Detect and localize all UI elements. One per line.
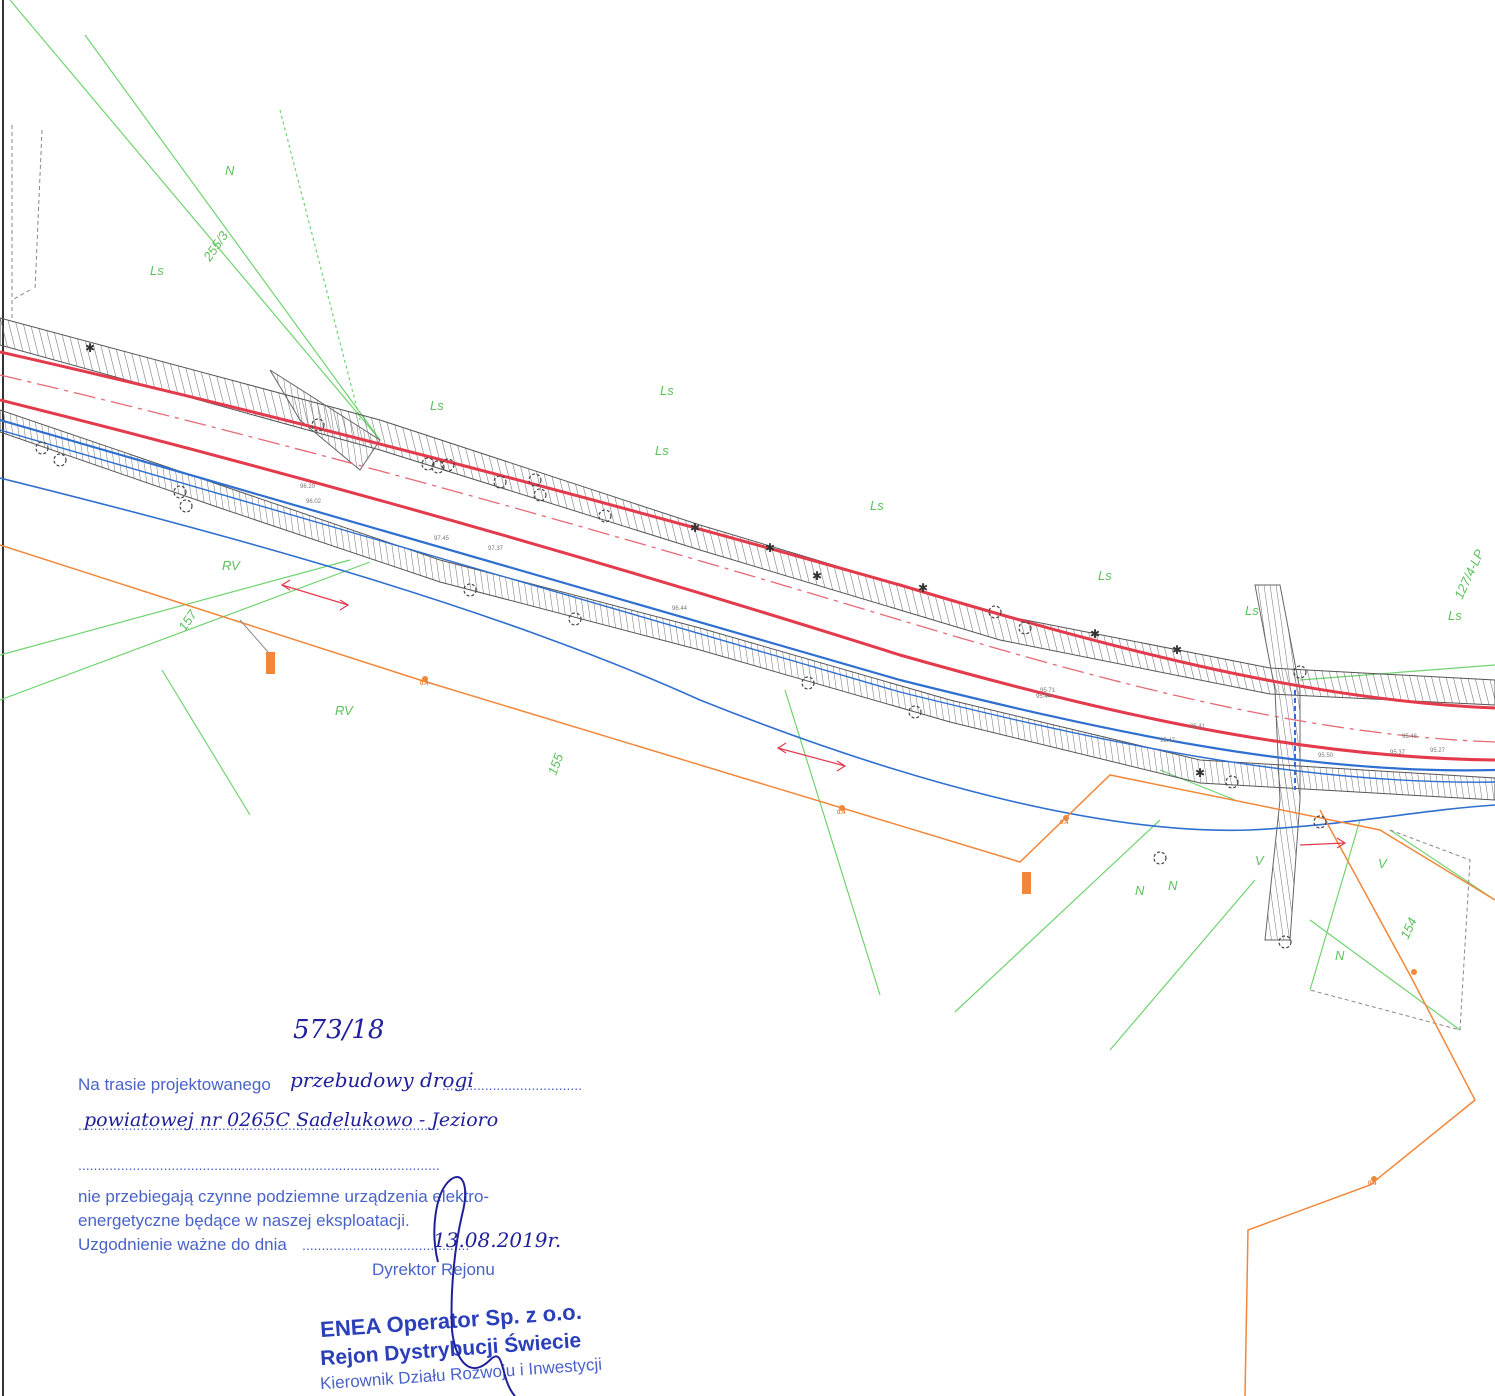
svg-text:✱: ✱ (1172, 643, 1182, 657)
stamp-line1-printed: Na trasie projektowanego (78, 1075, 271, 1094)
svg-text:95.44: 95.44 (1036, 694, 1052, 700)
stamp-line1-dots: .................................... (442, 1077, 582, 1093)
svg-text:0.4: 0.4 (1060, 820, 1069, 826)
stamp-line2-handwritten: powiatowej nr 0265C Sadelukowo - Jezioro (84, 1109, 498, 1131)
svg-text:✱: ✱ (765, 541, 775, 555)
reference-number: 573/18 (293, 1015, 384, 1045)
approval-stamp: 573/18 Na trasie projektowanego przebudo… (78, 1015, 603, 1396)
side-road-hatch (1254, 584, 1301, 941)
svg-text:0.4: 0.4 (837, 810, 846, 816)
svg-text:155: 155 (545, 751, 567, 777)
handwritten-signature (433, 1176, 516, 1396)
svg-text:96.20: 96.20 (300, 484, 316, 490)
svg-text:Ls: Ls (660, 383, 674, 398)
svg-text:✱: ✱ (812, 569, 822, 583)
svg-text:Ls: Ls (1448, 608, 1462, 623)
svg-text:V: V (1378, 856, 1388, 871)
svg-text:✱: ✱ (85, 341, 95, 355)
svg-text:97.37: 97.37 (488, 546, 504, 552)
svg-text:96.02: 96.02 (306, 499, 322, 505)
svg-text:N: N (1335, 948, 1345, 963)
svg-text:95.50: 95.50 (1318, 753, 1334, 759)
svg-text:95.46: 95.46 (1402, 734, 1418, 740)
svg-text:V: V (1255, 853, 1265, 868)
svg-text:✱: ✱ (690, 521, 700, 535)
embankment-spur (269, 369, 381, 471)
svg-text:RV: RV (222, 558, 241, 573)
elevation-labels: 96.20 96.02 97.37 97.45 96.44 95.44 95.7… (300, 484, 1446, 759)
embankment-north (0, 317, 1495, 706)
svg-text:N: N (1168, 878, 1178, 893)
svg-text:Ls: Ls (150, 263, 164, 278)
direction-arrows (280, 579, 1347, 849)
svg-text:Ls: Ls (1098, 568, 1112, 583)
svg-text:✱: ✱ (1195, 766, 1205, 780)
stamp-line1-handwritten: przebudowy drogi (290, 1068, 474, 1092)
stamp-role: Dyrektor Rejonu (372, 1260, 495, 1279)
star-symbols: ✱ ✱ ✱ ✱ ✱ ✱ ✱ ✱ (85, 341, 1205, 780)
svg-text:95.71: 95.71 (1040, 688, 1056, 694)
utility-markers (266, 652, 1417, 1182)
stamp-valid-date: 13.08.2019r. (433, 1228, 561, 1252)
road-lines (0, 350, 1495, 762)
stamp-text-line2: energetyczne będące w naszej eksploatacj… (78, 1211, 410, 1230)
svg-text:N: N (1135, 883, 1145, 898)
auxiliary-lines (11, 125, 1471, 1031)
svg-text:0.4: 0.4 (420, 681, 429, 687)
svg-text:Ls: Ls (430, 398, 444, 413)
svg-text:0.4: 0.4 (1368, 1181, 1377, 1187)
stamp-valid-label: Uzgodnienie ważne do dnia (78, 1235, 287, 1254)
land-use-labels: Ls Ls Ls Ls Ls Ls Ls Ls RV RV N N N N V … (150, 163, 1462, 963)
svg-text:Ls: Ls (655, 443, 669, 458)
stamp-valid-dots: ........................................… (302, 1237, 469, 1253)
svg-text:95.27: 95.27 (1430, 748, 1446, 754)
svg-text:RV: RV (335, 703, 354, 718)
svg-text:✱: ✱ (918, 581, 928, 595)
stamp-line2-dots: ........................................… (78, 1117, 440, 1133)
svg-text:Ls: Ls (870, 498, 884, 513)
svg-text:✱: ✱ (1090, 627, 1100, 641)
svg-text:95.41: 95.41 (1190, 724, 1206, 730)
svg-text:N: N (225, 163, 235, 178)
svg-text:96.44: 96.44 (672, 606, 688, 612)
svg-text:95.47: 95.47 (1160, 738, 1176, 744)
svg-text:95.37: 95.37 (1390, 750, 1406, 756)
svg-text:Ls: Ls (1245, 603, 1259, 618)
stamp-text-line1: nie przebiegają czynne podziemne urządze… (78, 1187, 489, 1206)
utility-mark-labels: 0.4 0.4 0.4 0.4 (420, 681, 1377, 1187)
stamp-line3-dots: ........................................… (78, 1157, 440, 1173)
tree-symbols (35, 418, 1327, 949)
svg-text:97.45: 97.45 (434, 536, 450, 542)
